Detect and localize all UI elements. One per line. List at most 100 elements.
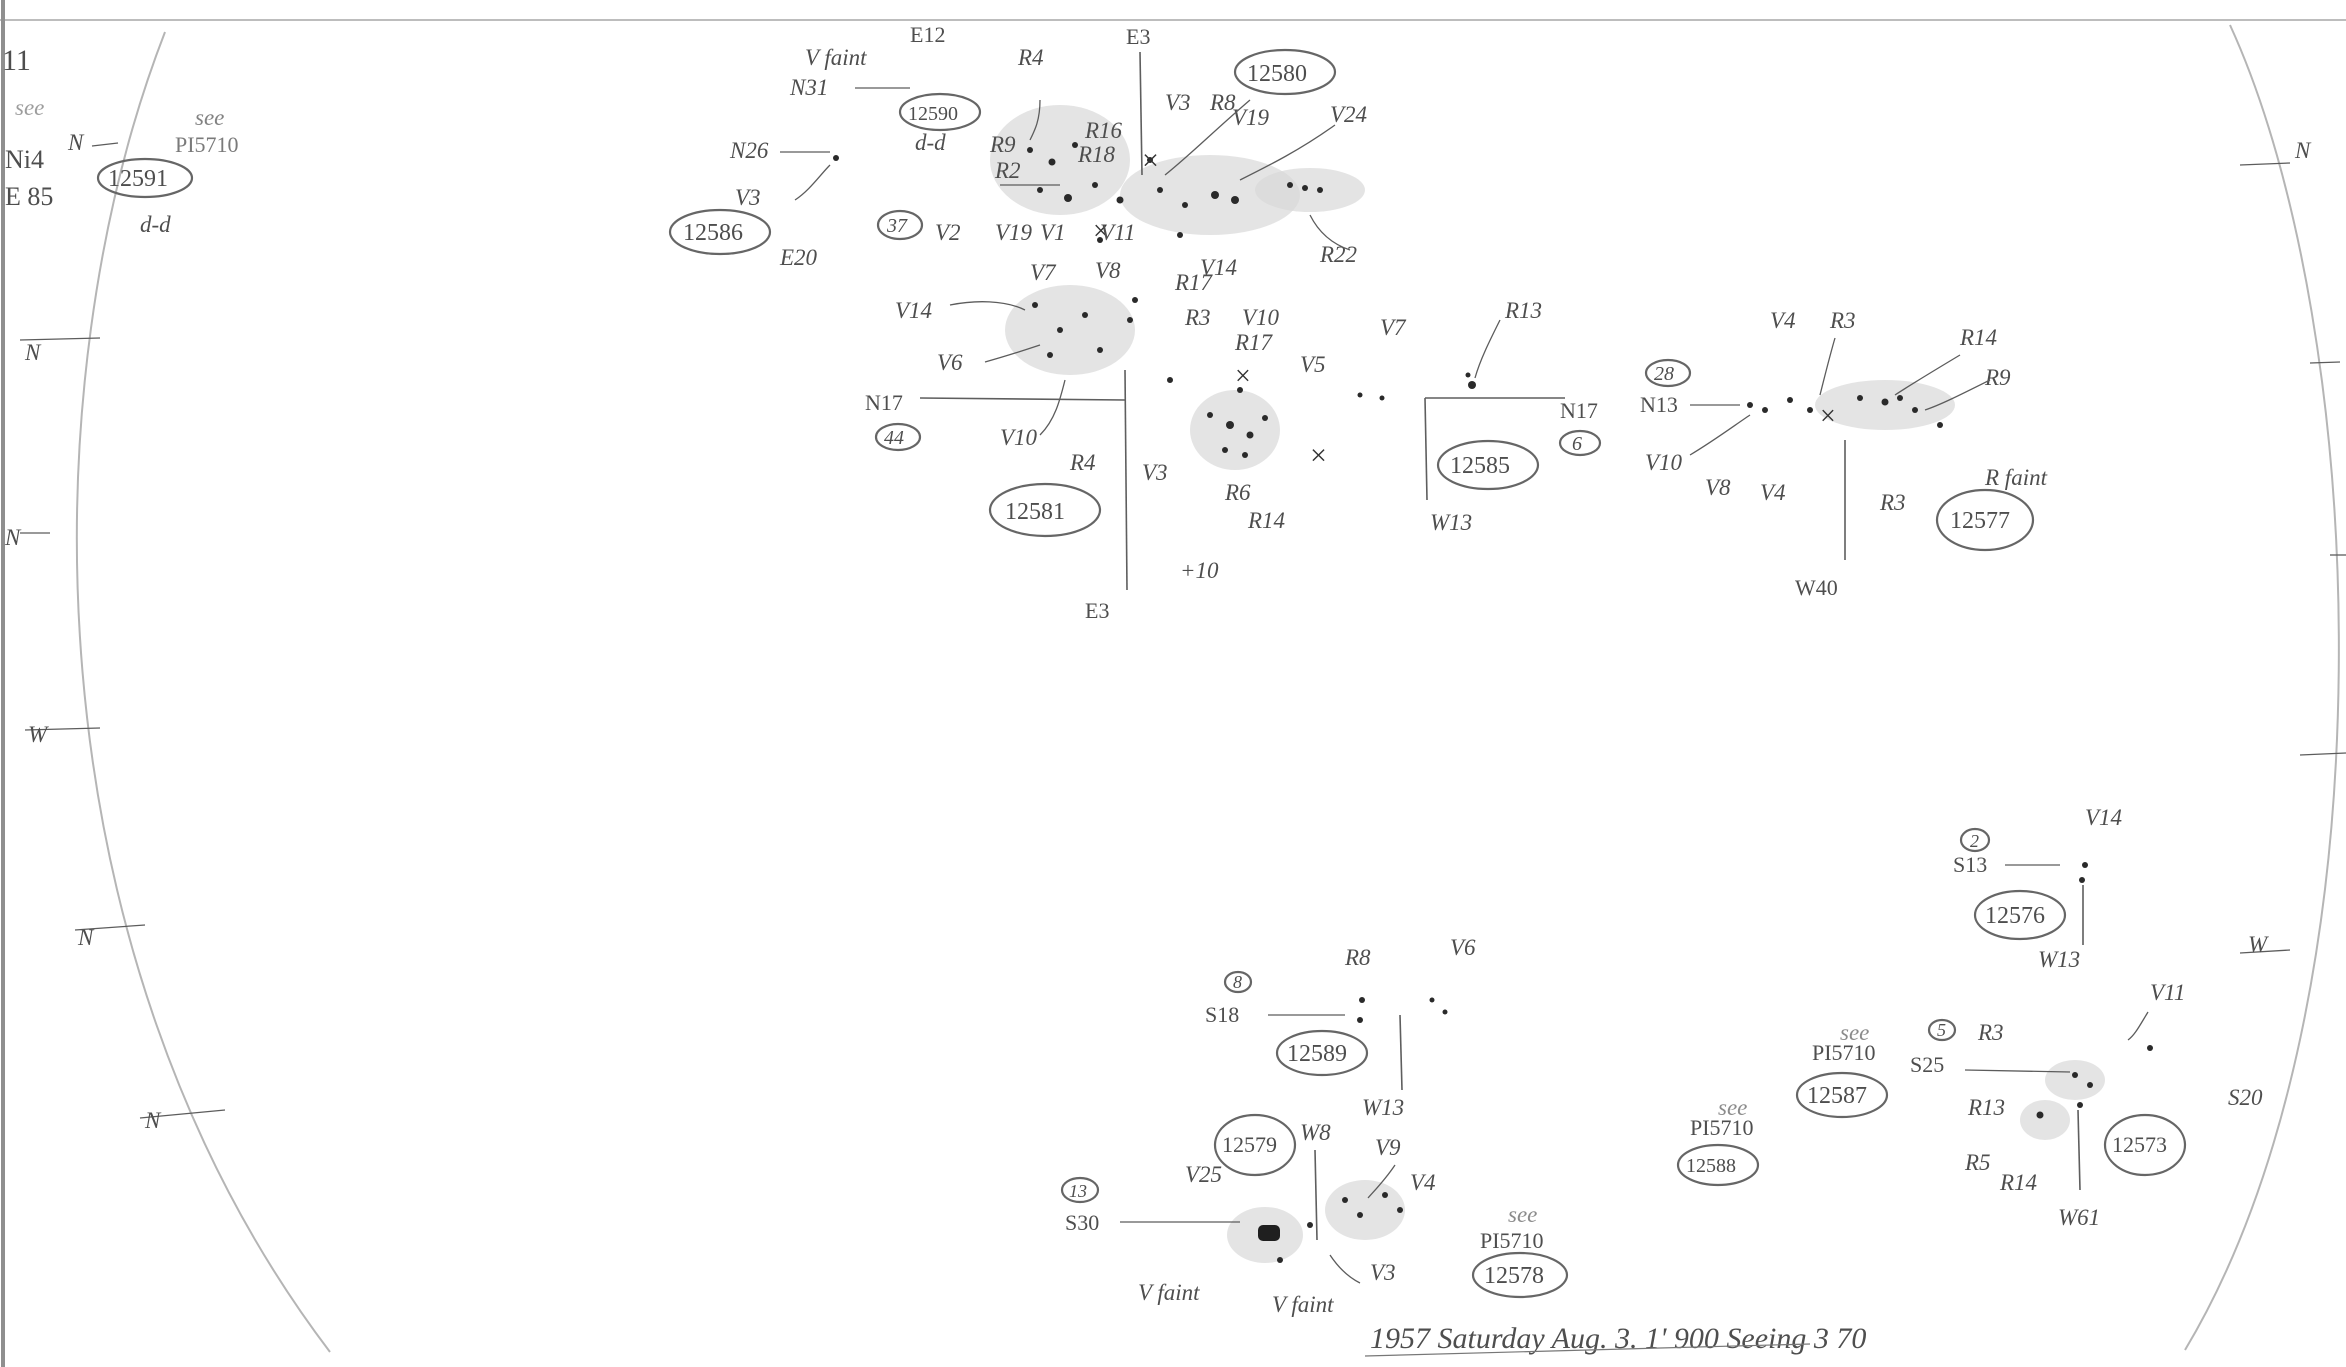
plate-number: 12577 <box>1950 508 2010 534</box>
label: R18 <box>1077 142 1116 167</box>
sketch-12586: N26 V3 12586 E20 37 <box>668 138 924 270</box>
label: N31 <box>789 75 828 100</box>
footer-caption: 1957 Saturday Aug. 3. 1' 900 Seeing 3 70 <box>1370 1322 1866 1355</box>
circled-number <box>876 209 924 241</box>
circled-number <box>1558 429 1602 457</box>
label: V4 <box>1760 480 1786 505</box>
label: R17 <box>1174 270 1214 295</box>
plate-oval <box>1436 439 1540 491</box>
label: see <box>1718 1095 1747 1120</box>
edge-tick-label: N <box>4 525 22 550</box>
plate-oval <box>898 92 982 132</box>
label: V faint <box>1272 1292 1334 1317</box>
label: S25 <box>1910 1052 1944 1077</box>
edge-tick-label: N <box>24 340 42 365</box>
label: V10 <box>1645 450 1683 475</box>
label: V14 <box>2085 805 2122 830</box>
label: PI5710 <box>1690 1115 1754 1140</box>
circled-number-text: 28 <box>1654 363 1674 385</box>
label: E3 <box>1085 598 1109 623</box>
plate-number: 12578 <box>1484 1263 1544 1289</box>
circled-number <box>874 422 922 452</box>
label: PI5710 <box>1480 1228 1544 1253</box>
label: V25 <box>1185 1162 1222 1187</box>
label: V11 <box>1100 220 1135 245</box>
margin-note-see: see <box>15 95 44 120</box>
label: R8 <box>1344 945 1371 970</box>
label: V8 <box>1705 475 1731 500</box>
label: S30 <box>1065 1210 1099 1235</box>
label: S20 <box>2228 1085 2263 1110</box>
label: V3 <box>735 185 761 210</box>
label: see <box>1840 1020 1869 1045</box>
circled-number-text: 13 <box>1069 1181 1087 1201</box>
edge-tick-label: N <box>2294 138 2312 163</box>
margin-note-ni: Ni4 <box>5 145 44 174</box>
label: W13 <box>1430 510 1472 535</box>
label: R9 <box>1984 365 2011 390</box>
svg-text:×: × <box>1093 216 1109 247</box>
label: R16 <box>1084 118 1123 143</box>
plate-number: 12579 <box>1222 1132 1277 1157</box>
corner-number: 11 <box>2 44 31 77</box>
label: V1 <box>1040 220 1066 245</box>
plate-oval <box>96 157 194 199</box>
label: see <box>195 105 224 130</box>
disk-outline-right <box>2184 24 2340 1351</box>
sketch-12573: V11 R3 S25 R13 R5 R14 W61 S20 5 12573 <box>1910 980 2263 1230</box>
sketch-12579: V25 W8 V9 V4 V3 V faint V faint S30 13 1… <box>1060 1113 1436 1317</box>
label: R17 <box>1234 330 1274 355</box>
label: V11 <box>2150 980 2185 1005</box>
plate-number: 12589 <box>1287 1041 1347 1067</box>
label: V2 <box>935 220 961 245</box>
plate-oval <box>1795 1071 1889 1119</box>
label: R14 <box>1247 508 1285 533</box>
label: R14 <box>1999 1170 2037 1195</box>
sketch-12581: × V14 V6 V10 V7 V8 R17 R3 R4 V3 V10 R17 … <box>865 258 1327 623</box>
label: V3 <box>1370 1260 1396 1285</box>
label: R3 <box>1829 308 1856 333</box>
label: N <box>67 130 85 155</box>
circled-number <box>1927 1018 1957 1042</box>
label: V6 <box>1450 935 1476 960</box>
label: V7 <box>1030 260 1057 285</box>
plate-number: 12588 <box>1686 1155 1736 1177</box>
label: V5 <box>1300 352 1326 377</box>
edge-tick-label: N <box>144 1108 162 1133</box>
label: S13 <box>1953 852 1987 877</box>
circled-number <box>1223 970 1253 994</box>
label: V10 <box>1000 425 1038 450</box>
sketch-12591: see PI5710 N 12591 d-d <box>67 105 239 237</box>
label: PI5710 <box>175 132 239 157</box>
sketch-12578: see PI5710 12578 <box>1471 1202 1569 1299</box>
label: V19 <box>1232 105 1270 130</box>
label: N13 <box>1640 392 1678 417</box>
label: V3 <box>1165 90 1191 115</box>
label: R5 <box>1964 1150 1991 1175</box>
edge-tick-label: W <box>2248 932 2269 957</box>
label: R6 <box>1224 480 1251 505</box>
plate-number: 12591 <box>108 166 168 192</box>
label: N17 <box>1560 398 1598 423</box>
label: E20 <box>779 245 818 270</box>
sketch-12576: V14 S13 W13 2 12576 <box>1953 805 2122 972</box>
label: W40 <box>1795 575 1838 600</box>
label: d-d <box>140 212 171 237</box>
sketch-12585: R13 V7 N17 W13 6 12585 <box>1357 298 1602 535</box>
circled-number-text: 8 <box>1233 972 1242 992</box>
plate-oval <box>668 208 772 256</box>
circled-number <box>1959 827 1991 853</box>
circled-number-text: 6 <box>1572 433 1582 455</box>
label: V14 <box>1200 255 1237 280</box>
svg-text:×: × <box>1142 144 1159 177</box>
label: R4 <box>1017 45 1044 70</box>
circled-number-text: 37 <box>886 215 908 237</box>
label: R13 <box>1504 298 1542 323</box>
label: R22 <box>1319 242 1357 267</box>
label: R4 <box>1069 450 1096 475</box>
circled-number-text: 44 <box>884 427 904 449</box>
circled-number-text: 2 <box>1970 831 1979 851</box>
label: V6 <box>937 350 963 375</box>
label: N26 <box>729 138 769 163</box>
